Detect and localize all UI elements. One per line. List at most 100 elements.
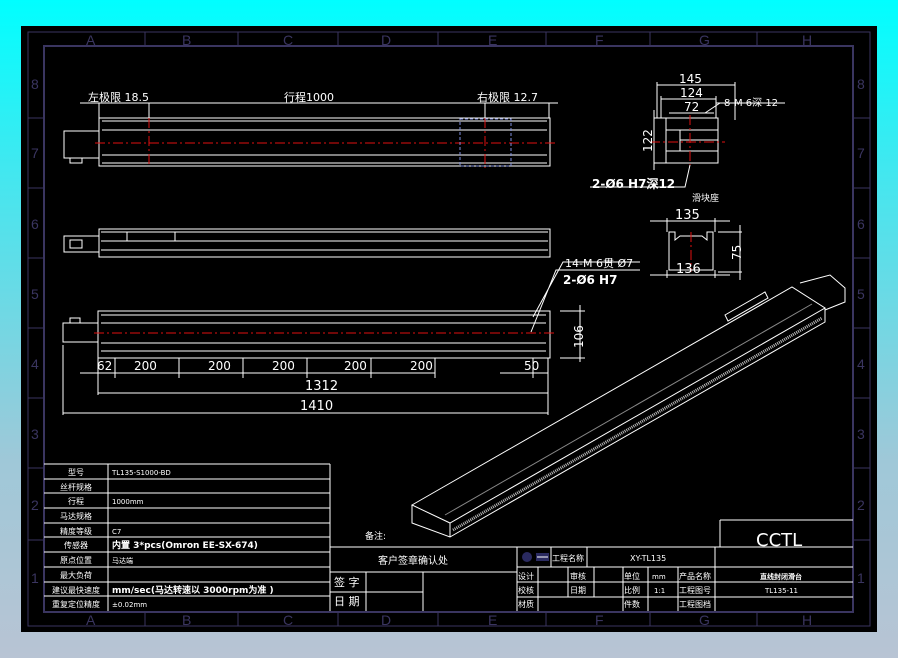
svg-text:工程图号: 工程图号: [679, 586, 711, 595]
svg-text:200: 200: [410, 359, 433, 373]
svg-text:1410: 1410: [300, 399, 333, 414]
spec-value: 1000mm: [112, 498, 144, 506]
spec-row: 丝杆规格: [60, 482, 92, 492]
svg-text:A: A: [86, 612, 96, 628]
svg-text:2-Ø6 H7: 2-Ø6 H7: [563, 273, 617, 287]
svg-text:E: E: [488, 612, 497, 628]
spec-row: 行程 1000mm: [68, 496, 144, 506]
spec-value: mm/sec(马达转速以 3000rpm为准 ): [112, 584, 274, 596]
svg-text:B: B: [182, 32, 191, 48]
svg-text:14-M 6贯 Ø7: 14-M 6贯 Ø7: [565, 257, 633, 270]
svg-text:1: 1: [857, 570, 865, 586]
svg-text:右极限 12.7: 右极限 12.7: [477, 90, 538, 104]
svg-text:工程名称: 工程名称: [552, 553, 584, 563]
svg-text:8-M 6深 12: 8-M 6深 12: [724, 97, 778, 109]
svg-text:75: 75: [730, 245, 744, 260]
svg-text:8: 8: [857, 76, 865, 92]
svg-text:件数: 件数: [624, 599, 640, 609]
svg-text:200: 200: [134, 359, 157, 373]
svg-text:7: 7: [857, 145, 865, 161]
spec-value: ±0.02mm: [112, 601, 147, 609]
svg-text:E: E: [488, 32, 497, 48]
spec-table: [44, 463, 331, 611]
outer-border: [27, 31, 871, 627]
spec-row: 型号 TL135-S1000-BD: [68, 468, 171, 477]
svg-text:H: H: [802, 32, 812, 48]
svg-text:1: 1: [31, 570, 39, 586]
zone-dividers: [28, 32, 870, 626]
svg-text:200: 200: [272, 359, 295, 373]
svg-text:mm: mm: [652, 573, 666, 581]
svg-text:客户签章确认处: 客户签章确认处: [378, 554, 448, 567]
svg-text:200: 200: [208, 359, 231, 373]
svg-text:3: 3: [31, 426, 39, 442]
spec-label: 型号: [68, 468, 84, 477]
svg-text:8: 8: [31, 76, 39, 92]
svg-text:50: 50: [524, 359, 539, 373]
spec-label: 最大负荷: [60, 570, 92, 580]
svg-text:C: C: [283, 32, 293, 48]
spec-value: TL135-S1000-BD: [111, 469, 171, 477]
svg-text:TL135-11: TL135-11: [764, 587, 798, 595]
svg-text:1312: 1312: [305, 379, 338, 394]
spec-value: C7: [112, 528, 121, 536]
svg-text:签 字: 签 字: [334, 575, 360, 589]
spec-row: 最大负荷: [60, 570, 92, 580]
svg-text:D: D: [381, 32, 391, 48]
svg-text:4: 4: [31, 356, 39, 372]
svg-text:设计: 设计: [518, 571, 534, 581]
svg-text:审核: 审核: [570, 571, 586, 581]
spec-row: 精度等级 C7: [60, 526, 121, 536]
spec-row: 建议最快速度 mm/sec(马达转速以 3000rpm为准 ): [52, 584, 274, 596]
svg-text:C: C: [283, 612, 293, 628]
bottom-view: 62 200 200 200 200 200 50 1312 1410 106 …: [62, 257, 640, 415]
svg-text:XY-TL135: XY-TL135: [630, 554, 666, 563]
svg-text:产品名称: 产品名称: [679, 571, 711, 581]
section-view: 135 136 75: [650, 208, 744, 280]
svg-text:G: G: [699, 612, 710, 628]
svg-text:136: 136: [676, 262, 701, 277]
svg-text:直线封闭滑台: 直线封闭滑台: [760, 572, 802, 581]
svg-text:日 期: 日 期: [334, 595, 360, 608]
projection-symbol-circle-icon: [522, 552, 532, 562]
svg-text:4: 4: [857, 356, 865, 372]
svg-text:G: G: [699, 32, 710, 48]
end-view: 145 124 72 122 8-M 6深 12 2-Ø6 H7深12 滑块座: [590, 72, 785, 204]
svg-text:3: 3: [857, 426, 865, 442]
spec-label: 行程: [68, 496, 84, 506]
svg-text:2: 2: [31, 497, 39, 513]
svg-text:2: 2: [857, 497, 865, 513]
svg-text:校核: 校核: [518, 585, 534, 595]
spec-label: 丝杆规格: [60, 482, 92, 492]
spec-value: 内置 3*pcs(Omron EE-SX-674): [112, 539, 258, 551]
svg-text:B: B: [182, 612, 191, 628]
svg-text:7: 7: [31, 145, 39, 161]
svg-text:日期: 日期: [570, 586, 586, 595]
spec-value: 马达端: [112, 556, 133, 565]
company-logo: CCTL: [756, 530, 802, 551]
svg-text:124: 124: [680, 86, 703, 100]
svg-text:F: F: [595, 612, 604, 628]
title-block: CCTL 工程名称 XY-TL135 设计 审核 单位 mm 产品名称 直线封闭…: [517, 519, 853, 611]
spec-label: 重复定位精度: [52, 599, 100, 609]
svg-text:左极限 18.5: 左极限 18.5: [88, 90, 149, 104]
spec-row: 传感器内置 3*pcs(Omron EE-SX-674): [64, 539, 258, 551]
spec-label: 建议最快速度: [52, 585, 100, 595]
svg-text:单位: 单位: [624, 571, 640, 581]
side-view: [63, 228, 551, 258]
svg-text:工程图档: 工程图档: [679, 599, 711, 609]
svg-text:1:1: 1:1: [654, 587, 665, 595]
svg-text:材质: 材质: [518, 599, 534, 609]
customer-signoff-block: 客户签章确认处 签 字 日 期: [330, 546, 518, 611]
spec-label: 原点位置: [60, 555, 92, 565]
spec-row: 重复定位精度 ±0.02mm: [52, 599, 147, 609]
spec-label: 精度等级: [60, 526, 92, 536]
svg-text:135: 135: [675, 208, 700, 223]
svg-text:5: 5: [31, 286, 39, 302]
svg-text:D: D: [381, 612, 391, 628]
svg-text:6: 6: [31, 216, 39, 232]
svg-text:72: 72: [684, 100, 699, 114]
